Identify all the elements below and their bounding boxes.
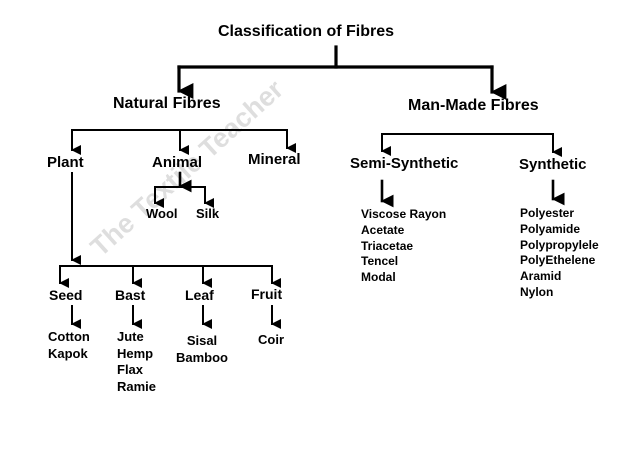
synthetic-item: PolyEthelene (520, 253, 596, 268)
synthetic-item: Nylon (520, 284, 554, 299)
diagram-title: Classification of Fibres (218, 23, 395, 40)
synthetic-item: Polyamide (520, 221, 581, 236)
synthetic-item: Aramid (520, 269, 562, 284)
semi-synthetic-item: Triacetae (361, 238, 414, 253)
semi-synthetic-item: Tencel (361, 254, 399, 269)
fruit-node: Fruit (251, 286, 283, 302)
leaf-item: Bamboo (176, 349, 228, 365)
animal-item-silk: Silk (196, 206, 220, 221)
seed-node: Seed (49, 287, 83, 303)
bast-item: Hemp (117, 345, 154, 361)
synthetic-node: Synthetic (519, 156, 587, 173)
plant-node: Plant (47, 154, 84, 171)
animal-item-wool: Wool (146, 206, 178, 221)
semi-synthetic-item: Acetate (361, 222, 405, 237)
bast-item: Flax (117, 362, 144, 377)
leaf-item: Sisal (186, 333, 218, 348)
leaf-item-list: Sisal Bamboo (176, 333, 228, 366)
bast-item: Ramie (117, 378, 157, 394)
bast-item-list: Jute Hemp Flax Ramie (117, 329, 156, 395)
fruit-item: Coir (258, 332, 284, 347)
seed-item: Kapok (48, 345, 88, 361)
natural-fibres-node: Natural Fibres (113, 95, 221, 112)
man-made-fibres-node: Man-Made Fibres (408, 97, 539, 114)
bast-item: Jute (117, 329, 144, 344)
synthetic-item-list: Polyester Polyamide Polypropylele PolyEt… (520, 206, 599, 301)
seed-item: Cotton (48, 329, 90, 344)
seed-item-list: Cotton Kapok (48, 329, 90, 362)
synthetic-item: Polypropylele (520, 237, 599, 252)
synthetic-item: Polyester (520, 206, 575, 220)
semi-synthetic-item: Viscose Rayon (361, 207, 447, 221)
leaf-node: Leaf (185, 287, 214, 303)
mineral-node: Mineral (248, 151, 301, 168)
bast-node: Bast (115, 287, 146, 303)
semi-synthetic-item: Modal (361, 270, 396, 285)
animal-node: Animal (152, 154, 203, 171)
semi-synthetic-item-list: Viscose Rayon Acetate Triacetae Tencel M… (361, 207, 446, 286)
semi-synthetic-node: Semi-Synthetic (350, 155, 459, 172)
fruit-item-list: Coir (258, 332, 284, 349)
